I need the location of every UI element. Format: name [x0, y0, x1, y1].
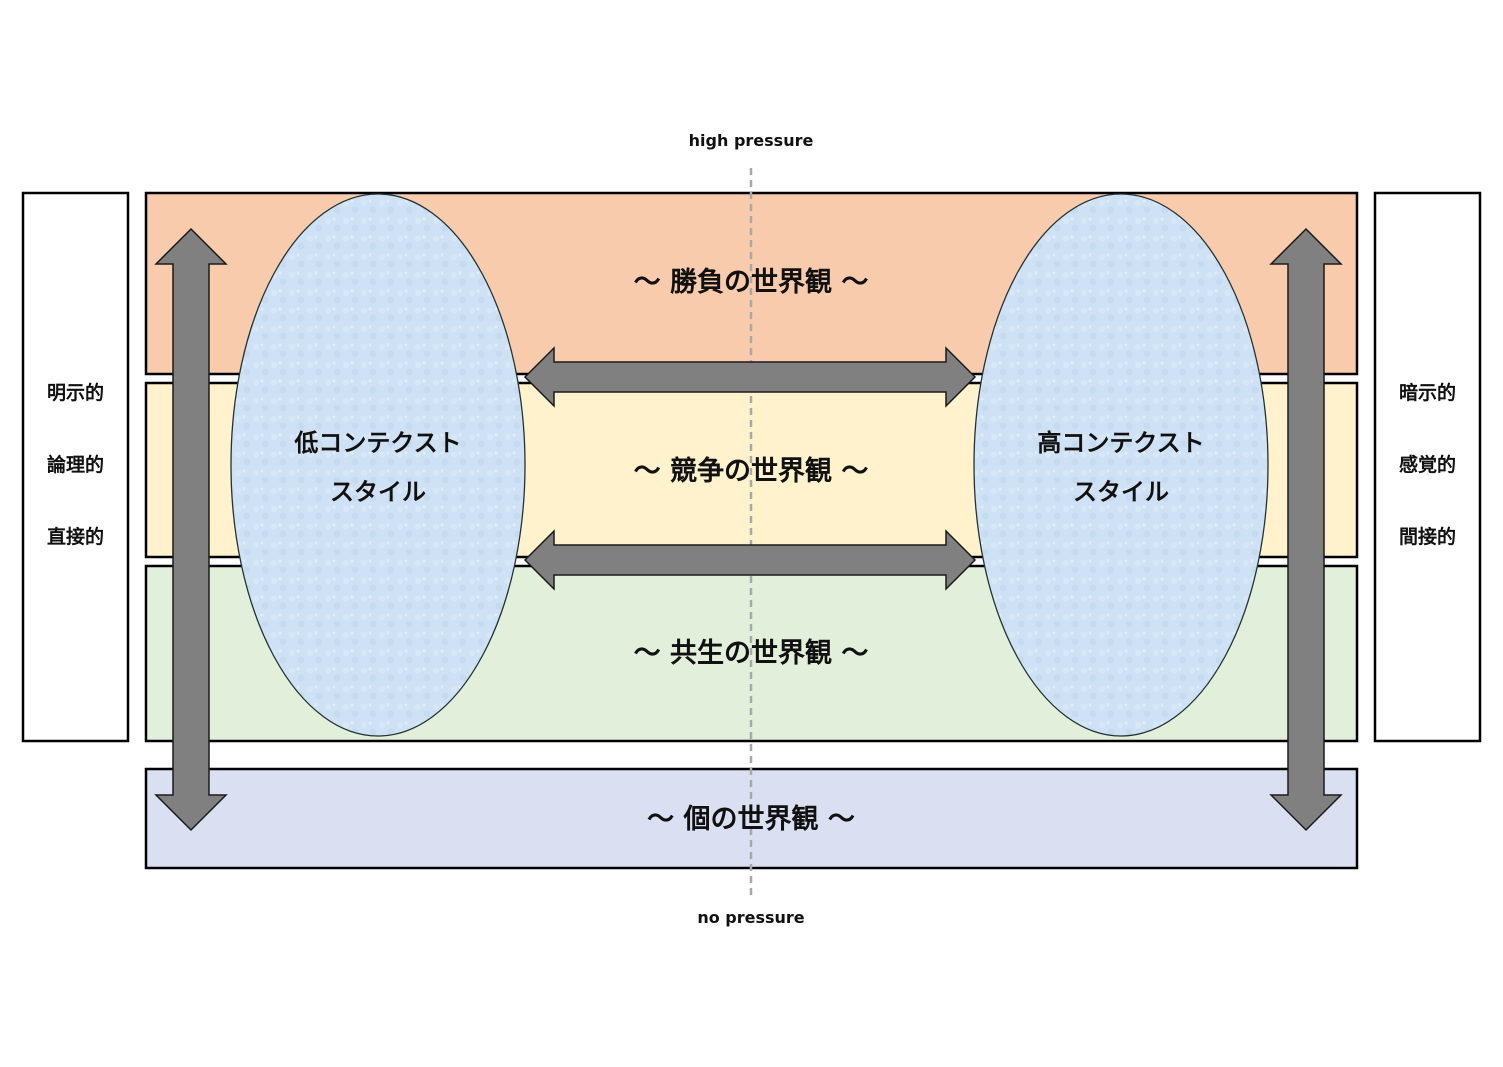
band-coexistence-title: ～ 共生の世界観 ～ — [634, 637, 869, 669]
right-label-sensory: 感覚的 — [1399, 453, 1456, 476]
right-label-indirect: 間接的 — [1399, 525, 1456, 548]
horizontal-double-arrow-lower — [523, 529, 977, 591]
vertical-double-arrow-left — [154, 227, 228, 832]
left-label-explicit: 明示的 — [47, 381, 104, 404]
high-context-label-line2: スタイル — [1073, 478, 1169, 506]
low-context-oval — [230, 193, 526, 737]
band-competition-title: ～ 勝負の世界観 ～ — [634, 266, 869, 298]
band-rivalry-title: ～ 競争の世界観 ～ — [634, 455, 869, 487]
left-panel — [21, 191, 130, 743]
no-pressure-label: no pressure — [697, 908, 804, 927]
low-context-label-line1: 低コンテクスト — [293, 429, 461, 457]
high-context-oval — [973, 193, 1269, 737]
horizontal-double-arrow-upper — [523, 346, 977, 408]
low-context-label-line2: スタイル — [330, 478, 426, 506]
right-label-implicit: 暗示的 — [1399, 381, 1456, 404]
left-label-logical: 論理的 — [47, 453, 104, 476]
right-panel — [1373, 191, 1482, 743]
band-individual-title: ～ 個の世界観 ～ — [647, 803, 855, 835]
high-context-label-line1: 高コンテクスト — [1037, 429, 1204, 457]
vertical-double-arrow-right — [1269, 227, 1343, 832]
left-label-direct: 直接的 — [47, 525, 104, 548]
high-pressure-label: high pressure — [689, 131, 814, 150]
